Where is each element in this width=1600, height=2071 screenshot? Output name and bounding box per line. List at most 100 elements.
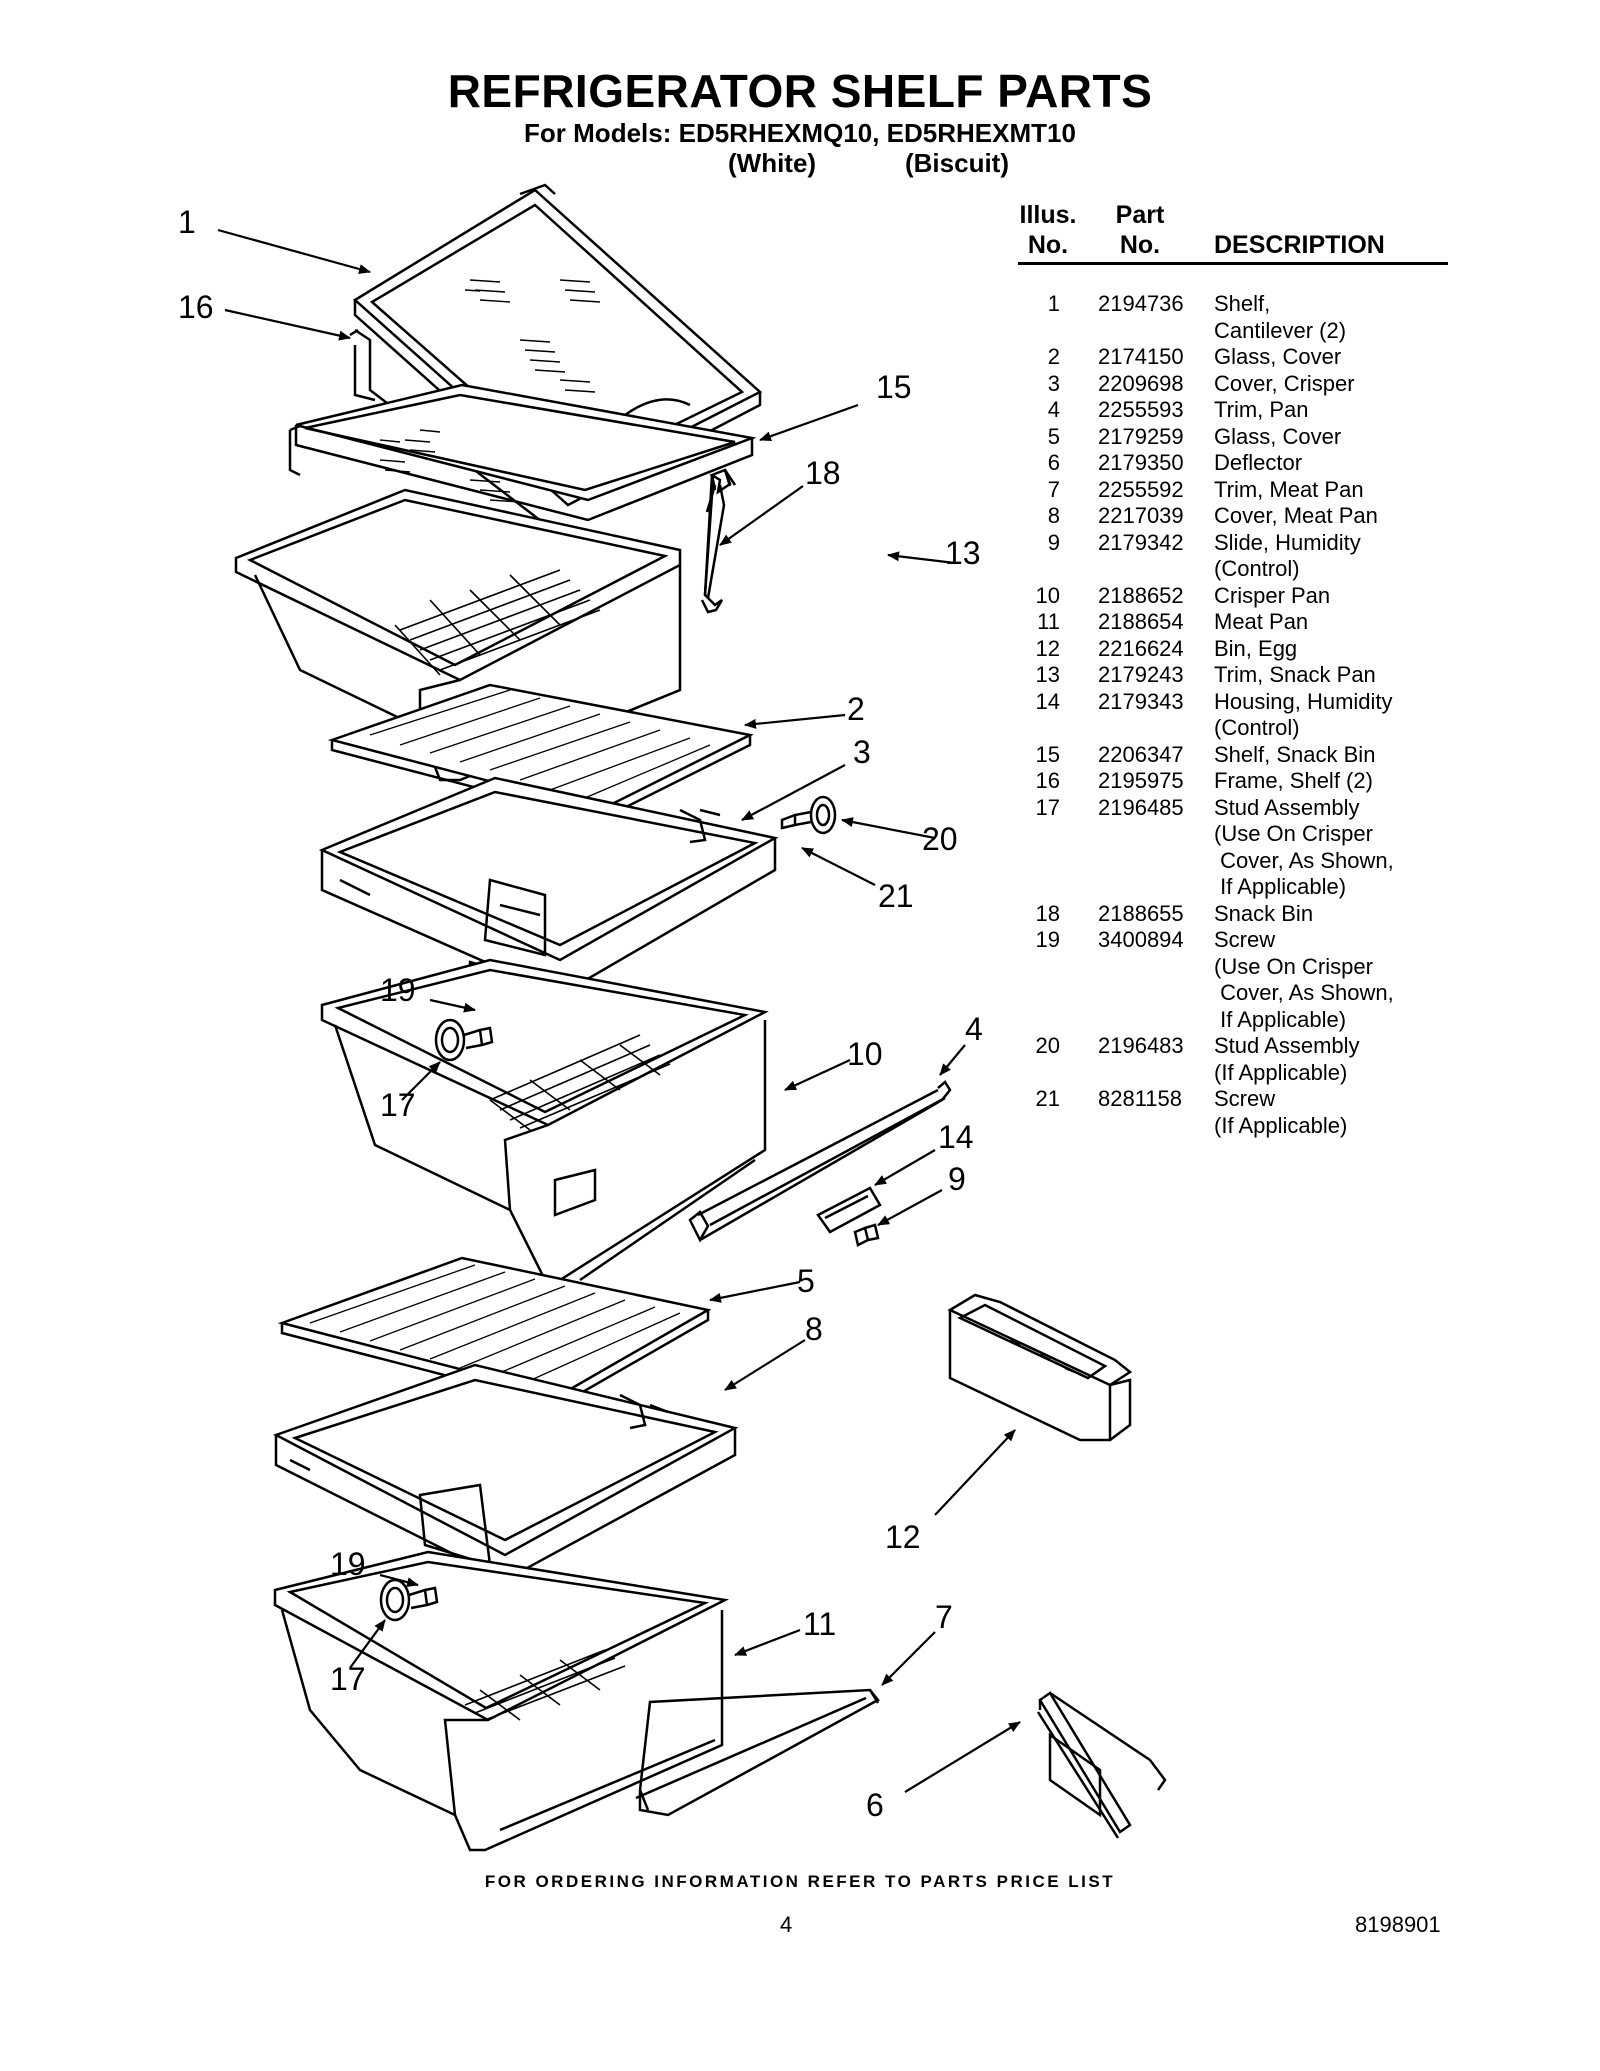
callout-10: 10 — [847, 1036, 883, 1072]
illus-number: 14 — [1035, 688, 1060, 714]
callout-2: 2 — [847, 691, 865, 727]
part-description: Frame, Shelf (2) — [1214, 768, 1373, 793]
illus-number: 5 — [1047, 423, 1060, 449]
parts-table-header: Illus. No. Part No. DESCRIPTION — [1018, 200, 1448, 265]
part-number: 2255592 — [1098, 476, 1184, 502]
part-description: Glass, Cover — [1214, 423, 1342, 449]
part-description: Screw (If Applicable) — [1214, 1086, 1348, 1138]
leader-lines — [217, 228, 1021, 1793]
model-color-white: (White) — [728, 148, 817, 178]
illus-number: 12 — [1035, 635, 1060, 661]
illus-number: 17 — [1035, 794, 1060, 820]
part-number: 2188652 — [1098, 582, 1184, 608]
part-number: 2179342 — [1098, 529, 1184, 555]
egg-bin-part — [947, 1293, 1133, 1442]
part-description: Cover, Crisper — [1214, 370, 1355, 396]
table-row: 21 8281158 Screw (If Applicable) — [1018, 1086, 1448, 1139]
illus-number: 15 — [1035, 741, 1060, 767]
callout-17-upper: 17 — [380, 1087, 416, 1123]
callout-3: 3 — [853, 734, 871, 770]
part-number: 2217039 — [1098, 503, 1184, 528]
illus-number: 7 — [1047, 476, 1060, 502]
illus-number: 6 — [1047, 450, 1060, 475]
part-description: Housing, Humidity (Control) — [1214, 688, 1393, 741]
part-description: Crisper Pan — [1214, 582, 1331, 608]
part-number: 2179350 — [1098, 450, 1184, 475]
part-number: 2179243 — [1098, 662, 1184, 687]
part-description: Cover, Meat Pan — [1214, 503, 1378, 528]
illus-number: 13 — [1035, 662, 1060, 687]
models-line: For Models: ED5RHEXMQ10, ED5RHEXMT10 — [524, 118, 1076, 148]
callout-11: 11 — [803, 1606, 836, 1642]
illus-number: 16 — [1035, 768, 1060, 793]
callout-18: 18 — [805, 455, 841, 491]
table-row: 4 2255593 Trim, Pan — [1018, 397, 1448, 424]
part-description: Screw (Use On Crisper Cover, As Shown, I… — [1214, 927, 1394, 1032]
illus-number: 3 — [1047, 370, 1060, 396]
snack-bin-shelf-part — [288, 383, 757, 522]
stud-assembly-part — [780, 795, 837, 835]
illus-number: 10 — [1035, 582, 1060, 608]
callout-20: 20 — [922, 821, 958, 857]
part-number: 2209698 — [1098, 370, 1184, 396]
illus-number: 21 — [1035, 1086, 1060, 1111]
header-illus-line1: Illus. — [1019, 201, 1077, 229]
part-description: Snack Bin — [1214, 900, 1314, 926]
pan-trim-part — [688, 1080, 952, 1243]
part-number: 3400894 — [1098, 927, 1184, 952]
screw-stud-lower — [379, 1578, 439, 1622]
part-number: 2216624 — [1098, 635, 1184, 661]
part-number: 2179343 — [1098, 688, 1184, 714]
callout-17-lower: 17 — [330, 1661, 366, 1697]
table-row: 10 2188652 Crisper Pan — [1018, 583, 1448, 610]
snack-bin-part — [234, 488, 682, 782]
callout-21: 21 — [878, 878, 914, 914]
document-number: 8198901 — [1355, 1912, 1441, 1937]
crisper-cover-part — [318, 776, 779, 1000]
part-number: 2195975 — [1098, 768, 1184, 793]
snack-pan-trim-part — [700, 468, 737, 614]
illus-number: 19 — [1035, 927, 1060, 952]
screw-stud-upper — [434, 1018, 494, 1062]
part-number: 8281158 — [1098, 1086, 1183, 1111]
callout-19-upper: 19 — [380, 972, 416, 1008]
part-number: 2188655 — [1098, 900, 1184, 926]
header-description: DESCRIPTION — [1214, 231, 1385, 259]
illus-number: 4 — [1047, 397, 1060, 422]
table-row: 19 3400894 Screw (Use On Crisper Cover, As… — [1018, 927, 1448, 1033]
part-number: 2194736 — [1098, 291, 1184, 316]
part-number: 2255593 — [1098, 397, 1184, 422]
illus-number: 20 — [1035, 1033, 1060, 1058]
illus-number: 11 — [1037, 609, 1060, 634]
part-description: Trim, Pan — [1214, 397, 1309, 422]
part-description: Stud Assembly (If Applicable) — [1214, 1033, 1360, 1085]
part-description: Shelf, Cantilever (2) — [1214, 291, 1347, 343]
meat-pan-trim-part — [635, 1688, 880, 1817]
callout-15: 15 — [876, 369, 912, 405]
callout-16: 16 — [178, 289, 214, 325]
page-title: REFRIGERATOR SHELF PARTS — [447, 65, 1153, 117]
part-number: 2188654 — [1098, 609, 1184, 634]
callout-labels: 1 16 15 18 13 2 3 20 21 19 17 10 4 14 9 … — [178, 204, 983, 1823]
callout-19-lower: 19 — [330, 1546, 366, 1582]
table-row: 3 2209698 Cover, Crisper — [1018, 371, 1448, 398]
callout-13: 13 — [945, 535, 981, 571]
page-number: 4 — [780, 1912, 793, 1937]
part-description: Stud Assembly (Use On Crisper Cover, As … — [1214, 794, 1394, 900]
callout-5: 5 — [797, 1263, 815, 1299]
callout-8: 8 — [805, 1311, 823, 1347]
part-number: 2174150 — [1098, 344, 1184, 369]
ordering-note: FOR ORDERING INFORMATION REFER TO PARTS … — [484, 1872, 1116, 1891]
